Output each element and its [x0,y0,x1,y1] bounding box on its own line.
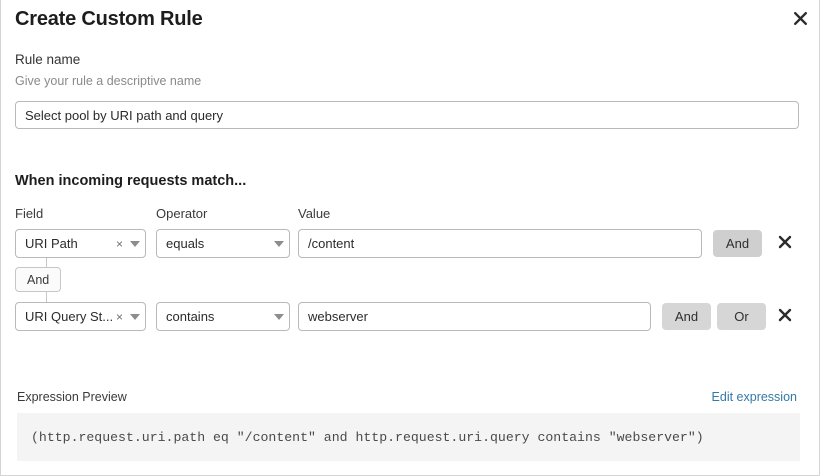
expression-preview-text: (http.request.uri.path eq "/content" and… [31,429,704,445]
operator-select-value-1: contains [166,309,215,324]
condition-row: URI Path × equals And [1,229,820,259]
condition-row: URI Query St... × contains And Or [1,302,820,332]
value-input-0[interactable] [298,229,702,258]
chevron-down-icon-operator-1[interactable] [269,313,289,320]
chevron-down-icon-field-0[interactable] [125,240,145,247]
close-icon [778,308,792,325]
column-header-operator: Operator [156,206,208,221]
connector-line-top [46,258,47,267]
rule-name-help-text: Give your rule a descriptive name [15,74,202,88]
chevron-down-icon-operator-0[interactable] [269,240,289,247]
delete-condition-button-1[interactable] [771,301,799,331]
match-section-heading: When incoming requests match... [15,173,247,189]
edit-expression-link[interactable]: Edit expression [711,390,797,404]
chevron-down-icon-field-1[interactable] [125,313,145,320]
logic-and-button-0[interactable]: And [713,230,762,257]
clear-field-icon-0[interactable]: × [115,236,123,251]
expression-preview-box: (http.request.uri.path eq "/content" and… [17,413,800,461]
field-select-0[interactable]: URI Path × [15,229,146,258]
field-select-1[interactable]: URI Query St... × [15,302,146,331]
logic-and-button-1[interactable]: And [662,303,711,330]
close-icon [793,11,808,26]
logic-or-button-1[interactable]: Or [717,303,766,330]
dialog-title: Create Custom Rule [15,8,203,30]
expression-preview-label: Expression Preview [17,390,127,404]
column-header-value: Value [298,206,331,221]
connector-line-bottom [46,292,47,302]
field-select-value-1: URI Query St... [25,309,114,324]
connector-and-chip[interactable]: And [15,267,62,292]
value-input-1[interactable] [298,302,651,331]
rule-name-input[interactable] [15,101,799,129]
column-header-field: Field [15,206,44,221]
operator-select-value-0: equals [166,236,205,251]
delete-condition-button-0[interactable] [771,228,799,258]
close-icon [778,235,792,252]
clear-field-icon-1[interactable]: × [115,309,123,324]
close-dialog-button[interactable] [787,5,813,31]
field-select-value-0: URI Path [25,236,78,251]
operator-select-0[interactable]: equals [156,229,290,258]
rule-name-label: Rule name [15,52,81,67]
operator-select-1[interactable]: contains [156,302,290,331]
